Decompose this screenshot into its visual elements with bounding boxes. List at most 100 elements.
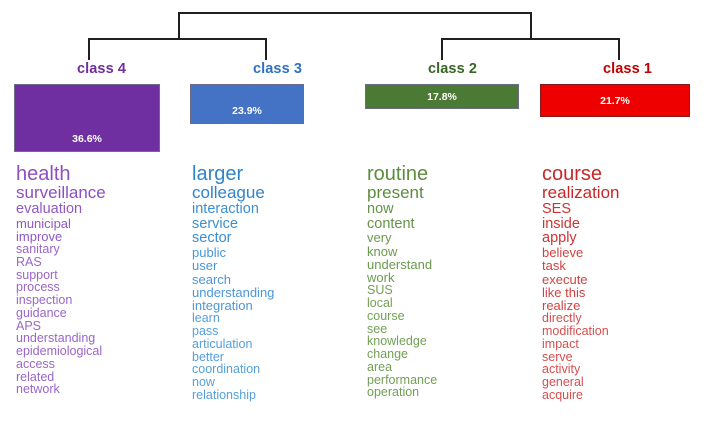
tree-stem-class-4 (88, 38, 90, 60)
word-item: RAS (16, 254, 42, 269)
word-item: area (367, 359, 393, 374)
bar-class-3: 23.9% (190, 84, 304, 124)
word-item: sector (192, 230, 232, 247)
bar-slot-class-1: 21.7% (540, 84, 706, 156)
word-item: pass (192, 324, 219, 339)
word-item: epidemiological (16, 344, 103, 358)
word-item: SES (542, 200, 572, 217)
word-item: larger (192, 163, 244, 185)
bar-class-4: 36.6% (14, 84, 160, 152)
class-label-class-2: class 2 (427, 61, 478, 77)
word-item: coordination (192, 362, 261, 377)
word-item: local (367, 296, 393, 311)
word-item: realize (542, 298, 581, 314)
tree-root-left-descender (178, 12, 180, 38)
class-column-class-2: class 2 17.8% routine present now conten… (365, 60, 540, 399)
class-label-class-4: class 4 (76, 61, 127, 77)
class-column-class-1: class 1 21.7% course realization SES ins… (540, 60, 706, 402)
bar-value-class-3: 23.9% (232, 105, 262, 117)
word-item: very (367, 230, 392, 246)
word-item: course (367, 308, 405, 323)
tree-left-node-horizontal (88, 38, 267, 40)
word-item: process (16, 280, 60, 295)
word-item: access (16, 356, 55, 371)
class-columns: class 4 36.6% health surveillance evalua… (0, 60, 706, 448)
word-item: general (542, 375, 584, 390)
word-item: improve (16, 228, 63, 244)
tree-stem-class-1 (618, 38, 620, 60)
word-item: know (367, 243, 398, 259)
word-item: see (367, 321, 388, 336)
word-item: execute (542, 271, 588, 287)
word-item: health (16, 163, 71, 185)
word-item: knowledge (367, 334, 427, 349)
word-item: present (367, 183, 424, 203)
word-list-class-4: health surveillance evaluation municipal… (14, 164, 189, 396)
word-item: articulation (192, 336, 253, 351)
word-item: understand (367, 256, 433, 272)
word-item: APS (16, 318, 42, 333)
word-item: now (367, 200, 394, 217)
class-column-class-3: class 3 23.9% larger colleague interacti… (190, 60, 365, 402)
word-item: inside (542, 215, 580, 232)
class-label-class-3: class 3 (252, 61, 303, 77)
word-item: realization (542, 183, 620, 203)
word-item: relationship (192, 387, 256, 402)
dendrogram-tree (0, 0, 706, 70)
word-item: related (16, 369, 55, 384)
word-item: routine (367, 163, 429, 185)
word-item: activity (542, 362, 581, 377)
word-list-class-1: course realization SES inside apply beli… (540, 164, 706, 402)
class-column-class-4: class 4 36.6% health surveillance evalua… (14, 60, 189, 396)
word-item: performance (367, 372, 438, 387)
word-item: search (192, 271, 232, 287)
bar-class-2: 17.8% (365, 84, 519, 109)
word-item: operation (367, 385, 420, 400)
bar-value-class-4: 36.6% (72, 133, 102, 145)
word-item: modification (542, 324, 609, 339)
word-item: impact (542, 336, 579, 351)
word-item: content (367, 215, 415, 232)
bar-class-1: 21.7% (540, 84, 690, 117)
word-item: SUS (367, 283, 393, 298)
bar-value-class-1: 21.7% (600, 94, 630, 107)
tree-root-horizontal (178, 12, 532, 14)
bar-slot-class-2: 17.8% (365, 84, 540, 156)
word-item: surveillance (16, 183, 106, 203)
word-item: service (192, 215, 238, 232)
word-item: interaction (192, 200, 259, 217)
tree-stem-class-3 (265, 38, 267, 60)
word-item: course (542, 163, 603, 185)
bar-slot-class-3: 23.9% (190, 84, 365, 156)
word-item: understanding (192, 284, 275, 300)
word-item: public (192, 245, 226, 261)
word-item: task (542, 258, 566, 274)
word-item: believe (542, 245, 584, 261)
word-list-class-2: routine present now content very know un… (365, 164, 540, 399)
word-item: evaluation (16, 200, 83, 217)
word-item: change (367, 347, 409, 362)
word-item: better (192, 349, 224, 364)
tree-right-node-horizontal (441, 38, 620, 40)
word-item: learn (192, 311, 220, 326)
word-item: municipal (16, 215, 71, 231)
word-item: sanitary (16, 242, 60, 256)
word-item: acquire (542, 387, 583, 402)
word-item: apply (542, 230, 577, 247)
bar-value-class-2: 17.8% (427, 90, 457, 103)
bar-slot-class-4: 36.6% (14, 84, 189, 156)
word-item: serve (542, 349, 573, 364)
word-item: guidance (16, 305, 67, 320)
word-list-class-3: larger colleague interaction service sec… (190, 164, 365, 402)
word-item: support (16, 267, 58, 282)
tree-root-right-descender (530, 12, 532, 38)
word-item: now (192, 375, 215, 390)
word-item: colleague (192, 183, 265, 203)
word-item: integration (192, 298, 253, 314)
word-item: understanding (16, 331, 96, 346)
word-item: directly (542, 311, 582, 326)
word-item: inspection (16, 293, 73, 307)
word-item: like this (542, 284, 586, 300)
word-item: work (367, 270, 395, 286)
